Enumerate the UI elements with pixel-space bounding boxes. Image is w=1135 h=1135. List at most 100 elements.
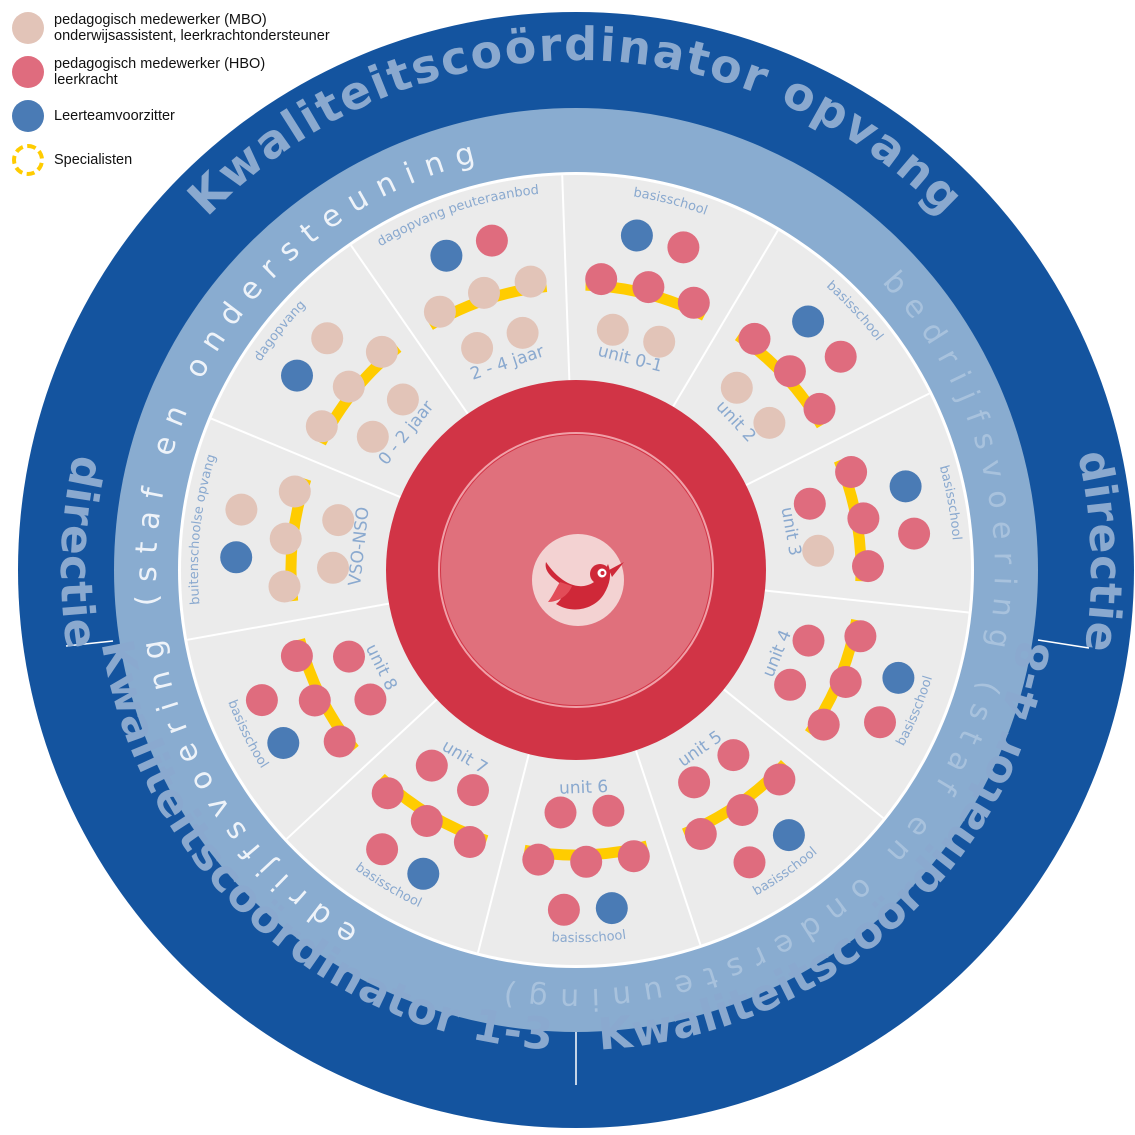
legend-item-leerteam: Leerteamvoorzitter	[12, 100, 330, 132]
legend-swatch-hbo	[12, 56, 44, 88]
segment-unit-label: unit 6	[559, 777, 609, 799]
staff-dot-hbo	[366, 833, 399, 866]
staff-dot-hbo	[793, 487, 826, 520]
staff-dot-leerteam	[772, 819, 805, 852]
staff-dot-hbo	[617, 840, 650, 873]
segment-type-label: basisschool	[551, 928, 627, 946]
staff-dot-hbo	[835, 456, 868, 488]
staff-dot-hbo	[677, 286, 710, 319]
staff-dot-hbo	[323, 725, 356, 758]
legend-label: pedagogisch medewerker (HBO)	[54, 56, 266, 72]
segment-divider	[723, 688, 884, 819]
legend-label: Specialisten	[54, 152, 133, 168]
center-label-path: integraal kindcentrum De Koperwiek	[0, 0, 10, 5]
staff-dot-mbo	[461, 332, 494, 364]
staff-dot-hbo	[410, 805, 443, 837]
staff-dot-hbo	[824, 340, 857, 373]
staff-dot-hbo	[844, 620, 877, 653]
staff-dot-hbo	[453, 826, 486, 858]
staff-dot-hbo	[632, 271, 665, 304]
legend-label: Leerteamvoorzitter	[54, 108, 175, 124]
staff-dot-leerteam	[889, 470, 922, 503]
staff-dot-hbo	[475, 224, 508, 257]
staff-dot-mbo	[332, 370, 365, 403]
segment-divider	[634, 750, 702, 946]
staff-dot-leerteam	[620, 219, 653, 252]
staff-dot-mbo	[643, 325, 676, 358]
staff-dot-hbo	[280, 640, 313, 672]
staff-dot-hbo	[678, 766, 711, 799]
staff-dot-hbo	[847, 502, 880, 535]
staff-dot-hbo	[803, 392, 836, 425]
staff-dot-leerteam	[792, 305, 825, 338]
center-label: integraal kindcentrum De Koperwiek	[0, 0, 12, 5]
segment-divider	[187, 602, 390, 641]
legend: pedagogisch medewerker (MBO) onderwijsas…	[12, 12, 330, 188]
legend-item-hbo: pedagogisch medewerker (HBO) leerkracht	[12, 56, 330, 88]
staff-dot-mbo	[311, 322, 344, 355]
segment-type-label-path: basisschool	[551, 928, 627, 946]
staff-dot-hbo	[684, 818, 717, 850]
staff-dot-mbo	[365, 335, 398, 368]
staff-dot-mbo	[356, 420, 389, 453]
segment-divider	[764, 589, 969, 614]
staff-dot-hbo	[774, 668, 807, 701]
staff-dot-mbo	[753, 406, 786, 439]
staff-dot-mbo	[423, 295, 456, 328]
outer-divider-left	[65, 640, 114, 647]
segment-divider	[210, 417, 401, 499]
staff-dot-mbo	[802, 534, 835, 567]
staff-dot-mbo	[514, 265, 547, 298]
staff-dot-mbo	[506, 316, 539, 349]
segment-divider	[477, 753, 530, 953]
staff-dot-mbo	[317, 551, 349, 584]
staff-dot-mbo	[268, 570, 301, 603]
legend-swatch-specialist	[12, 144, 44, 176]
staff-dot-mbo	[269, 522, 302, 555]
staff-dot-mbo	[225, 493, 258, 526]
staff-dot-hbo	[415, 749, 448, 782]
staff-dot-mbo	[322, 504, 355, 537]
pink-center-outline	[438, 432, 714, 708]
staff-dot-hbo	[852, 550, 884, 583]
segment-divider	[561, 175, 571, 381]
staff-dot-hbo	[298, 684, 331, 717]
legend-label: onderwijsassistent, leerkrachtondersteun…	[54, 28, 330, 44]
staff-dot-hbo	[592, 794, 625, 827]
staff-dot-mbo	[278, 475, 311, 508]
staff-dot-mbo	[720, 371, 753, 404]
staff-dot-leerteam	[430, 239, 463, 272]
legend-item-mbo: pedagogisch medewerker (MBO) onderwijsas…	[12, 12, 330, 44]
legend-label: leerkracht	[54, 72, 118, 88]
staff-dot-leerteam	[407, 857, 440, 890]
red-ring-label-path: 0-13 jaar openbaar basisonderwijs en kin…	[0, 0, 13, 8]
legend-swatch-leerteam	[12, 100, 44, 132]
segment-divider	[286, 698, 438, 840]
staff-dot-hbo	[898, 517, 931, 550]
staff-dot-hbo	[333, 640, 365, 673]
staff-dot-leerteam	[267, 727, 300, 759]
staff-dot-hbo	[792, 624, 825, 657]
staff-dot-hbo	[667, 231, 700, 264]
red-ring-label: 0-13 jaar openbaar basisonderwijs en kin…	[0, 0, 14, 8]
legend-label: pedagogisch medewerker (MBO)	[54, 12, 267, 28]
staff-dot-mbo	[468, 276, 500, 309]
staff-dot-hbo	[738, 322, 771, 355]
staff-dot-leerteam	[595, 892, 628, 925]
staff-dot-mbo	[596, 313, 629, 346]
staff-dot-hbo	[544, 796, 577, 829]
staff-dot-leerteam	[220, 541, 253, 574]
legend-swatch-mbo	[12, 12, 44, 44]
staff-dot-hbo	[371, 777, 404, 810]
staff-dot-hbo	[717, 739, 750, 772]
staff-dot-hbo	[547, 893, 580, 926]
staff-dot-hbo	[773, 355, 806, 388]
staff-dot-hbo	[763, 763, 796, 796]
segment-divider	[672, 229, 779, 408]
outer-divider-right	[1037, 639, 1090, 649]
staff-dot-hbo	[245, 684, 278, 717]
bird-logo-icon	[532, 534, 624, 626]
staff-dot-hbo	[570, 845, 603, 878]
staff-dot-hbo	[726, 794, 759, 826]
